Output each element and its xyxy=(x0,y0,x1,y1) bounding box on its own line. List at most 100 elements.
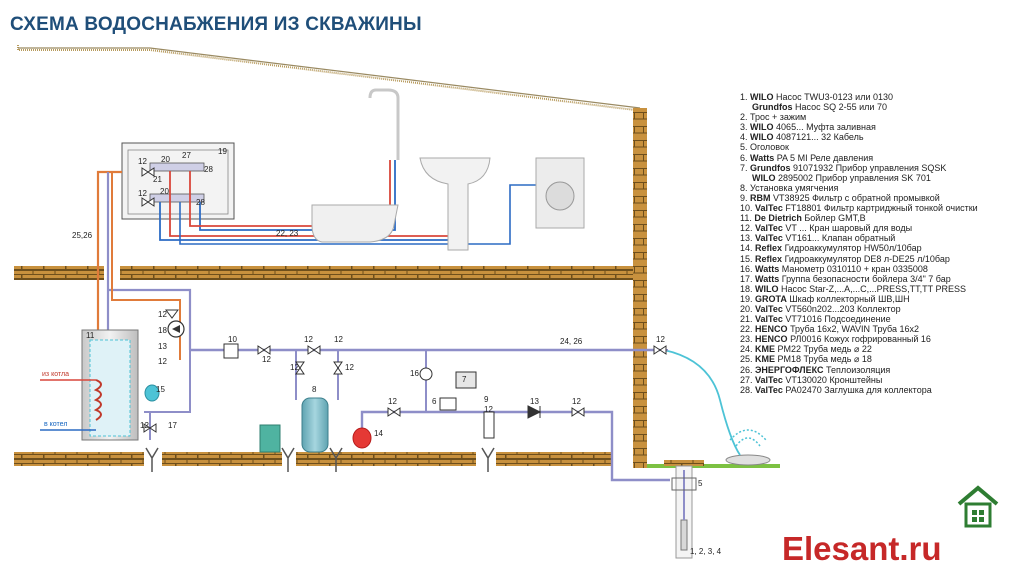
legend-item-text: Бойлер GMT,B xyxy=(804,213,866,224)
brine-tank xyxy=(259,424,281,453)
legend-item-brand: ЭНЕРГОФЛЕКС xyxy=(755,364,824,375)
label-pipes-25-26: 25,26 xyxy=(72,231,93,240)
collector-cabinet xyxy=(121,142,235,220)
svg-text:9: 9 xyxy=(484,395,489,404)
brand-name: Elesant.ru xyxy=(782,530,942,567)
legend-item-text: 2895002 Прибор управления SK 701 xyxy=(778,172,931,183)
legend-item-text: Шкаф коллекторный ШВ,ШН xyxy=(789,293,910,304)
legend-item-brand: GROTA xyxy=(755,293,787,304)
legend-item-text: Труба 16x2, WAVIN Труба 16x2 xyxy=(790,324,919,335)
legend-item-brand: Grundfos xyxy=(752,102,793,113)
floor-drains xyxy=(145,447,495,472)
floor-slab-lower-left xyxy=(14,452,144,466)
legend-item-number: 19. xyxy=(740,293,753,304)
legend-item-number: 5. xyxy=(740,142,748,153)
legend-item: 7. Grundfos 91071932 Прибор управления S… xyxy=(740,163,1022,173)
svg-text:12: 12 xyxy=(304,335,313,344)
boiler-coil xyxy=(93,379,102,421)
legend-item-text: VT161... Клапан обратный xyxy=(785,233,896,244)
expansion-tank xyxy=(352,427,372,449)
legend-item: 24. KME PM22 Труба медь ⌀ 22 xyxy=(740,344,1022,354)
legend-item: 25. KME PM18 Труба медь ⌀ 18 xyxy=(740,354,1022,364)
legend-item: 21. ValTec VT71016 Подсоединение xyxy=(740,314,1022,324)
legend-item-text: 4065... Муфта заливная xyxy=(776,122,876,133)
collector-cabinet-inner xyxy=(127,149,229,215)
legend-item-text: Трос + зажим xyxy=(750,112,807,123)
legend-item: 4. WILO 4087121... 32 Кабель xyxy=(740,132,1022,142)
floor-slab-upper-right xyxy=(120,266,640,280)
boiler-tank xyxy=(89,339,131,437)
house-logo-icon xyxy=(957,485,999,528)
svg-text:7: 7 xyxy=(462,375,467,384)
bathtub xyxy=(311,204,399,243)
svg-text:12: 12 xyxy=(158,310,167,319)
legend-item: 10. ValTec FT18801 Фильтр картриджный то… xyxy=(740,203,1022,213)
svg-text:10: 10 xyxy=(228,335,237,344)
label-to-boiler: в котел xyxy=(44,421,67,428)
outer-wall xyxy=(633,108,647,468)
legend-item-brand: ValTec xyxy=(755,203,783,214)
legend-item: 22. HENCO Труба 16x2, WAVIN Труба 16x2 xyxy=(740,324,1022,334)
pipe-lower-line xyxy=(360,410,670,482)
legend-item-brand: De Dietrich xyxy=(754,213,802,224)
svg-text:11: 11 xyxy=(86,331,95,340)
pipe-to-expansion xyxy=(144,350,191,440)
legend-item: 18. WILO Насос Star-Z,...A,...C,...PRESS… xyxy=(740,284,1022,294)
legend-item-brand: Reflex xyxy=(755,243,783,254)
legend-item-text: Гидроаккумулятор HW50л/10бар xyxy=(784,243,922,254)
floor-slab-lower-right xyxy=(496,452,612,466)
legend-item-text: VT560n202...203 Коллектор xyxy=(785,303,901,314)
legend-item-number: 9. xyxy=(740,192,748,203)
legend-item: 9. RBM VT38925 Фильтр с обратной промывк… xyxy=(740,193,1022,203)
label-pipes-24-26: 24, 26 xyxy=(560,337,583,346)
floor-slab-lower-mid1 xyxy=(162,452,282,466)
garden-hose xyxy=(663,349,741,456)
legend-item-brand: KME xyxy=(755,354,776,365)
svg-text:16: 16 xyxy=(410,369,419,378)
legend-item-number: 10. xyxy=(740,203,753,214)
legend-item-text: Оголовок xyxy=(750,142,789,153)
pipe-main-up xyxy=(106,172,192,350)
legend-item: Grundfos Насос SQ 2-55 или 70 xyxy=(740,102,1022,112)
legend-item-brand: WILO xyxy=(750,122,774,133)
legend-item: 19. GROTA Шкаф коллекторный ШВ,ШН xyxy=(740,294,1022,304)
legend-item-brand: ValTec xyxy=(755,303,783,314)
legend-item: 14. Reflex Гидроаккумулятор HW50л/10бар xyxy=(740,243,1022,253)
washbasin xyxy=(419,157,491,251)
svg-text:27: 27 xyxy=(182,151,191,160)
legend-item-text: PA 5 MI Реле давления xyxy=(776,152,874,163)
washing-machine xyxy=(535,157,585,229)
legend-item-number: 11. xyxy=(740,213,752,224)
svg-text:12: 12 xyxy=(656,335,665,344)
legend-item: 11. De Dietrich Бойлер GMT,B xyxy=(740,213,1022,223)
legend-item-text: Насос SQ 2-55 или 70 xyxy=(795,102,887,113)
svg-text:19: 19 xyxy=(218,147,227,156)
cartridge-filter xyxy=(223,343,239,359)
callout-numbers: 12 20 27 19 28 21 12 20 28 11 12 18 13 1… xyxy=(86,147,703,488)
legend-item-brand: ValTec xyxy=(755,374,783,385)
washing-machine-door xyxy=(545,181,575,211)
legend-item: 6. Watts PA 5 MI Реле давления xyxy=(740,153,1022,163)
svg-text:13: 13 xyxy=(158,342,167,351)
svg-text:13: 13 xyxy=(530,397,539,406)
check-valve xyxy=(527,405,542,419)
recirculation-pump-arrow xyxy=(172,325,180,333)
legend-item-number: 4. xyxy=(740,132,748,143)
legend-item-brand: WILO xyxy=(750,92,774,102)
svg-text:12: 12 xyxy=(262,355,271,364)
svg-text:20: 20 xyxy=(160,187,169,196)
legend-item-text: Группа безопасности бойлера 3/4" 7 бар xyxy=(781,273,951,284)
diagram-title: СХЕМА ВОДОСНАБЖЕНИЯ ИЗ СКВАЖИНЫ xyxy=(10,14,422,35)
legend-item-number: 18. xyxy=(740,283,753,294)
ball-valves xyxy=(141,167,667,433)
legend-item-number: 23. xyxy=(740,334,753,345)
svg-text:14: 14 xyxy=(374,429,383,438)
floor-slab-upper-left xyxy=(14,266,104,280)
manometer xyxy=(419,367,433,381)
control-unit xyxy=(455,371,477,389)
svg-text:12: 12 xyxy=(140,421,149,430)
svg-text:21: 21 xyxy=(153,175,162,184)
legend-item-text: 4087121... 32 Кабель xyxy=(776,132,864,143)
softener-tank xyxy=(301,397,329,453)
legend-item-brand: WILO xyxy=(752,172,776,183)
